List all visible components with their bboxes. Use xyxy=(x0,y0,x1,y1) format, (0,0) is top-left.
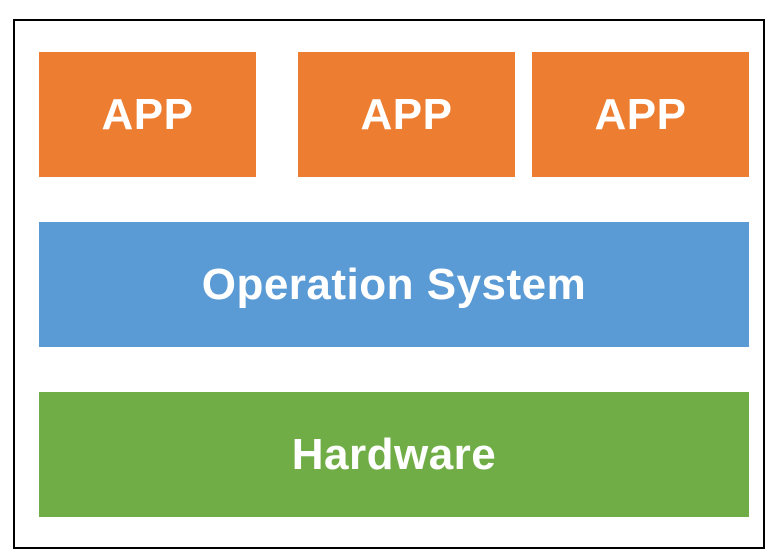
app-label-2: APP xyxy=(360,89,453,139)
hardware-label: Hardware xyxy=(291,429,497,479)
hardware-layer: Hardware xyxy=(39,392,749,517)
operation-system-layer: Operation System xyxy=(39,222,749,347)
app-label-1: APP xyxy=(101,89,194,139)
app-label-3: APP xyxy=(594,89,687,139)
operation-system-label: Operation System xyxy=(201,259,587,309)
app-block-1: APP xyxy=(39,52,256,177)
app-block-2: APP xyxy=(298,52,515,177)
app-block-3: APP xyxy=(532,52,749,177)
